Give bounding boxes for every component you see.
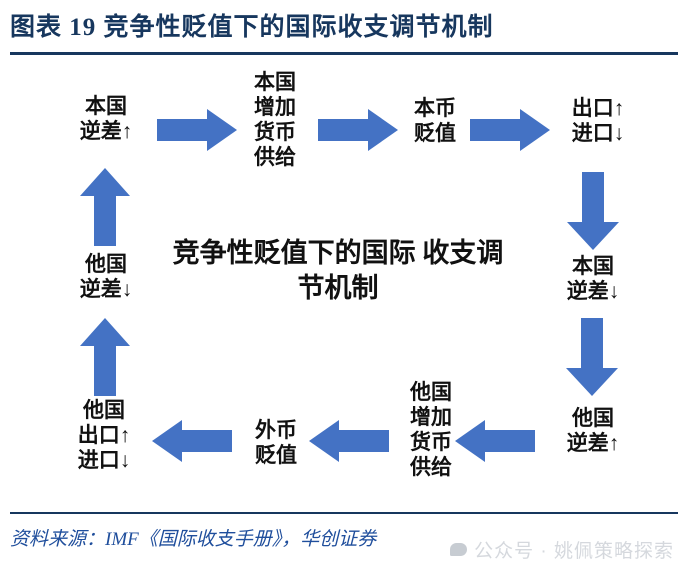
wechat-logo-icon xyxy=(450,543,468,556)
node-foreign-deficit-down: 他国 逆差↓ xyxy=(58,252,154,302)
node-line: 逆差↓ xyxy=(79,277,133,301)
arrow-shaft xyxy=(337,430,389,452)
center-label-line-2: 收支调节机制 xyxy=(297,238,504,303)
arrow-head xyxy=(80,168,130,196)
node-line: 他国 xyxy=(572,406,614,430)
flow-diagram: 竞争性贬值下的国际 收支调节机制 本国 逆差↑ 本国 增加 货币 供给 本币 贬… xyxy=(0,58,688,508)
node-line: 货币 xyxy=(254,120,296,144)
node-home-currency-depreciates: 本币 贬值 xyxy=(402,96,468,146)
arrow-shaft xyxy=(180,430,232,452)
node-line: 出口↑ xyxy=(77,423,131,447)
node-line: 出口↑ xyxy=(571,96,625,120)
arrow-trade-to-home-deficit-down xyxy=(567,172,619,250)
node-line: 他国 xyxy=(85,252,127,276)
node-line: 供给 xyxy=(254,145,296,169)
node-line: 增加 xyxy=(254,95,296,119)
node-home-deficit-up: 本国 逆差↑ xyxy=(58,94,154,144)
node-home-deficit-down: 本国 逆差↓ xyxy=(545,254,641,304)
node-line: 进口↓ xyxy=(571,121,625,145)
node-line: 逆差↓ xyxy=(566,279,620,303)
figure-header: 图表 19 竞争性贬值下的国际收支调节机制 xyxy=(10,12,678,55)
node-foreign-currency-depreciates: 外币 贬值 xyxy=(243,418,309,468)
watermark-text: 公众号 · 姚佩策略探索 xyxy=(474,541,674,562)
arrow-foreign-deficit-to-money xyxy=(455,420,535,462)
arrow-head xyxy=(567,222,619,250)
arrow-foreign-deficit-down-to-home-deficit-up xyxy=(80,168,130,246)
node-line: 逆差↑ xyxy=(79,119,133,143)
arrow-shaft xyxy=(94,194,116,246)
node-foreign-deficit-up: 他国 逆差↑ xyxy=(545,406,641,456)
diagram-center-label: 竞争性贬值下的国际 收支调节机制 xyxy=(168,236,508,306)
arrow-shaft xyxy=(470,119,522,141)
arrow-head xyxy=(152,420,182,462)
node-line: 本币 xyxy=(414,96,456,120)
arrow-foreign-money-to-depreciation xyxy=(309,420,389,462)
node-line: 他国 xyxy=(410,380,452,404)
arrow-foreign-trade-to-foreign-deficit-down xyxy=(80,318,130,396)
node-line: 他国 xyxy=(83,398,125,422)
arrow-shaft xyxy=(318,119,370,141)
node-foreign-exports-imports: 他国 出口↑ 进口↓ xyxy=(58,398,150,473)
arrow-head xyxy=(207,109,237,151)
watermark: 公众号 · 姚佩策略探索 xyxy=(450,536,674,563)
node-line: 本国 xyxy=(254,70,296,94)
footer-divider xyxy=(10,512,678,514)
node-line: 贬值 xyxy=(255,443,297,467)
arrow-shaft xyxy=(94,344,116,396)
arrow-shaft xyxy=(582,172,604,224)
center-label-line-1: 竞争性贬值下的国际 xyxy=(172,238,416,268)
arrow-money-to-depreciation xyxy=(318,109,398,151)
arrow-head xyxy=(566,368,618,396)
node-line: 货币 xyxy=(410,430,452,454)
arrow-home-deficit-down-to-foreign-deficit-up xyxy=(566,318,618,396)
arrow-shaft xyxy=(157,119,209,141)
arrow-foreign-depreciation-to-trade xyxy=(152,420,232,462)
node-line: 逆差↑ xyxy=(566,431,620,455)
node-line: 供给 xyxy=(410,455,452,479)
arrow-home-deficit-to-money xyxy=(157,109,237,151)
node-line: 本国 xyxy=(85,94,127,118)
arrow-head xyxy=(309,420,339,462)
arrow-head xyxy=(520,109,550,151)
arrow-head xyxy=(455,420,485,462)
node-home-money-supply-up: 本国 增加 货币 供给 xyxy=(240,70,310,170)
title-divider xyxy=(10,52,678,55)
node-line: 进口↓ xyxy=(77,448,131,472)
arrow-head xyxy=(368,109,398,151)
node-foreign-money-supply-up: 他国 增加 货币 供给 xyxy=(396,380,466,480)
source-note: 资料来源：IMF《国际收支手册》，华创证券 xyxy=(10,529,377,550)
node-line: 贬值 xyxy=(414,121,456,145)
page-title: 图表 19 竞争性贬值下的国际收支调节机制 xyxy=(10,14,494,41)
node-line: 外币 xyxy=(255,418,297,442)
arrow-head xyxy=(80,318,130,346)
arrow-shaft xyxy=(581,318,603,370)
node-line: 增加 xyxy=(410,405,452,429)
node-line: 本国 xyxy=(572,254,614,278)
node-home-exports-imports: 出口↑ 进口↓ xyxy=(552,96,644,146)
arrow-depreciation-to-trade xyxy=(470,109,550,151)
arrow-shaft xyxy=(483,430,535,452)
